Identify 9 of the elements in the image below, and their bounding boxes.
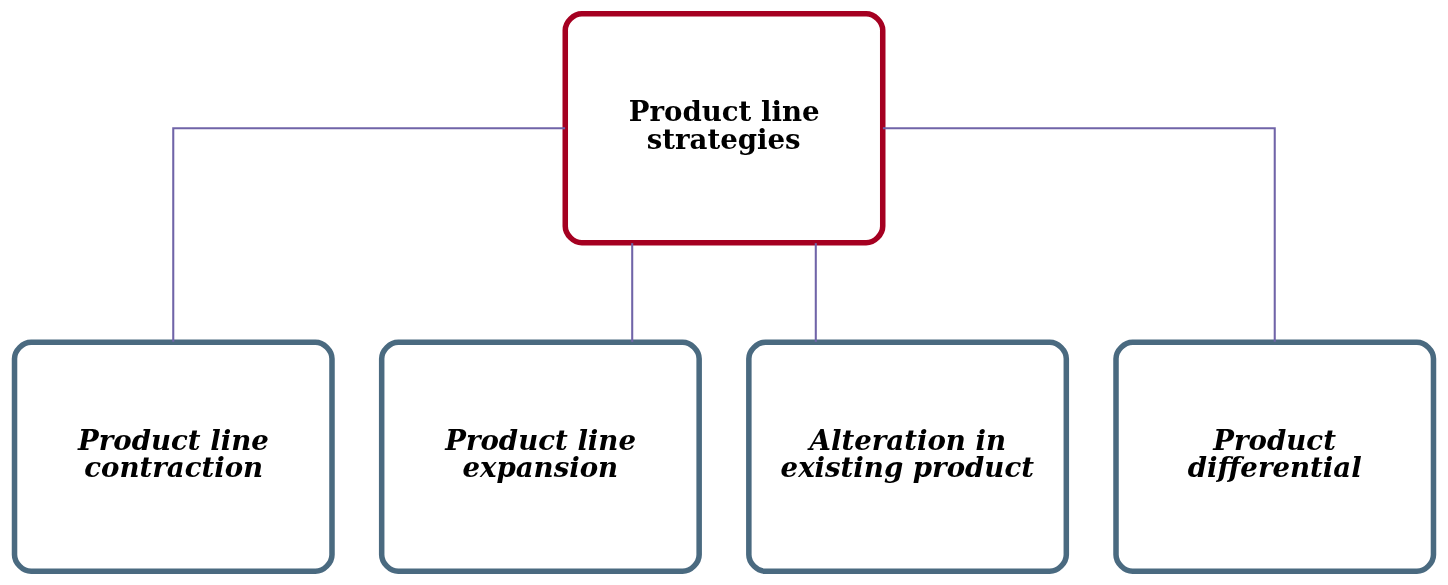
connector	[882, 127, 1276, 342]
node-box: Product line contraction	[11, 339, 335, 575]
connector	[172, 127, 566, 342]
connector	[631, 243, 634, 342]
node-box: Product differential	[1113, 339, 1437, 575]
node-box: Product line strategies	[562, 10, 886, 246]
node-box: Alteration in existing product	[746, 339, 1070, 575]
connector	[814, 243, 817, 342]
node-box: Product line expansion	[378, 339, 702, 575]
